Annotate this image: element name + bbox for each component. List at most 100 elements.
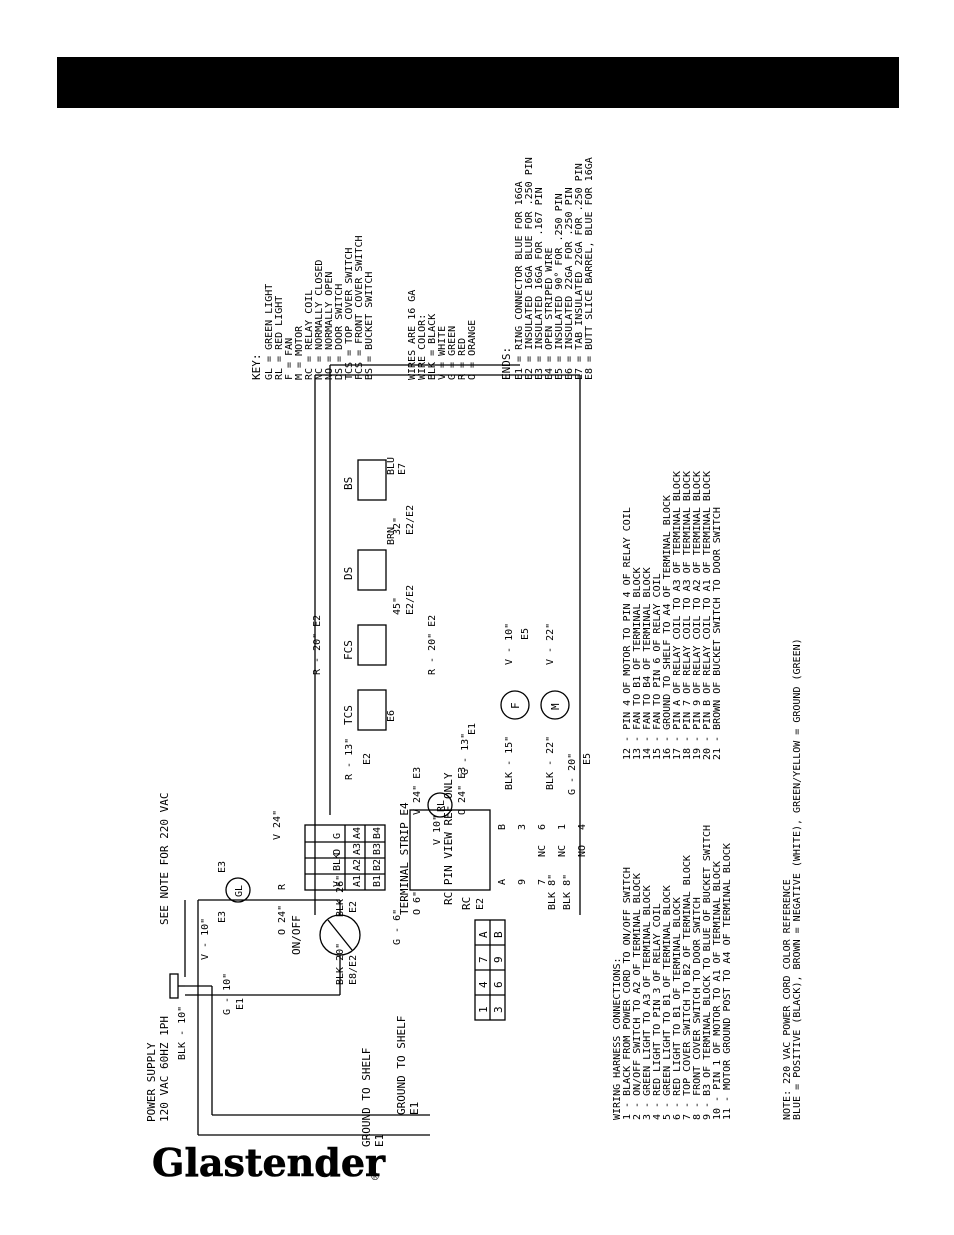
harness-16: 16 - GROUND TO SHELF TO A4 OF TERMINAL B…: [662, 495, 673, 760]
label-o24b: O 24" E3: [457, 767, 468, 815]
wire-7: O = ORANGE: [467, 320, 478, 380]
relay-pin-1: 1: [557, 824, 568, 830]
ground-label-2: GROUND TO SHELF: [395, 1016, 408, 1115]
label-45: 45": [392, 597, 403, 615]
onoff-switch-lever: [327, 919, 353, 951]
bucket-switch: [357, 459, 387, 501]
ground-label-1: GROUND TO SHELF: [360, 1048, 373, 1147]
motor: [540, 690, 570, 720]
harness-18: 18 - PIN 7 OF RELAY COIL TO A3 OF TERMIN…: [682, 471, 693, 760]
label-e3-gl-right: E3: [217, 861, 228, 873]
relay-pin-nc: NC: [537, 845, 548, 857]
rl-label: RL: [436, 800, 447, 812]
motor-label: M: [549, 703, 562, 710]
harness-11: 11 - MOTOR GROUND POST TO A4 OF TERMINAL…: [722, 843, 733, 1120]
top-cover-switch: [357, 689, 387, 731]
label-r20b: R - 20" E2: [427, 615, 438, 675]
harness-2: 2 - ON/OFF SWITCH TO A2 OF TERMINAL BLOC…: [632, 873, 643, 1120]
note-220: SEE NOTE FOR 220 VAC: [158, 793, 171, 925]
harness-3: 3 - GREEN LIGHT TO A3 OF TERMINAL BLOCK: [642, 885, 653, 1120]
key-block: KEY: GL = GREEN LIGHT RL = RED LIGHT F =…: [250, 236, 375, 381]
relay-pin-nc2: NC: [557, 845, 568, 857]
note-line-2: BLUE = POSITIVE (BLACK), BROWN = NEGATIV…: [792, 638, 803, 1120]
pin-cell-a: A: [477, 931, 490, 938]
ends-2: E2 = INSULATED 16GA BLUE FOR .250 PIN: [524, 157, 535, 380]
pin-cell-4: 4: [477, 981, 490, 988]
label-e2-onoff: E2: [348, 901, 359, 913]
label-e5-fan: E5: [520, 628, 531, 640]
ends-3: E3 = INSULATED 16GA FOR .167 PIN: [534, 187, 545, 380]
rc-label: RC: [460, 897, 473, 910]
pin-view-title: RC PIN VIEW REF ONLY: [442, 772, 455, 905]
label-v10c: V 10": [432, 815, 443, 845]
ds-label: DS: [342, 567, 355, 580]
label-e6: E6: [386, 710, 397, 722]
wire-2: WIRE COLOR:: [417, 314, 428, 380]
label-v24b: V 24" E3: [412, 767, 423, 815]
wire-1: WIRES ARE 16 GA: [407, 290, 418, 380]
term-g: G: [332, 833, 343, 839]
relay-pin-a: A: [497, 879, 508, 885]
key-3: F = FAN: [284, 338, 295, 380]
ends-5: E5 = INSULATED 90° FOR .250 PIN: [554, 193, 565, 380]
note-line-1: NOTE: 220 VAC POWER CORD COLOR REFERENCE: [782, 879, 793, 1120]
wire-4: V = WHITE: [437, 326, 448, 380]
harness-title: WIRING HARNESS CONNECTIONS:: [612, 957, 623, 1120]
label-blk26: BLK 26": [335, 875, 346, 917]
key-7: NO = NORMALLY OPEN: [324, 272, 335, 380]
ends-title: ENDS:: [500, 347, 513, 380]
label-g13: G - 13": [460, 733, 471, 775]
logo-registered-mark: ®: [370, 1172, 380, 1183]
harness-10: 10 - PIN 1 OF MOTOR TO A1 OF TERMINAL BL…: [712, 861, 723, 1120]
red-light: [427, 792, 453, 818]
label-v10: V - 10": [200, 918, 211, 960]
label-e1-fan: E1: [467, 723, 478, 735]
fcs-label: FCS: [342, 640, 355, 660]
relay-pin-b: B: [497, 824, 508, 830]
label-blk22: BLK - 22": [545, 736, 556, 790]
label-e2-r13: E2: [362, 753, 373, 765]
harness-20: 20 - PIN B OF RELAY COIL TO A1 OF TERMIN…: [702, 471, 713, 760]
term-o: O: [332, 849, 343, 855]
power-supply-spec: 120 VAC 60HZ 1PH: [158, 1016, 171, 1122]
harness-6: 6 - RED LIGHT TO B1 OF TERMINAL BLOCK: [672, 897, 683, 1120]
terminal-strip-label: TERMINAL STRIP E4: [398, 802, 411, 915]
harness-13: 13 - FAN TO B1 OF TERMINAL BLOCK: [632, 567, 643, 760]
key-9: TCS = TOP COVER SWITCH: [344, 248, 355, 380]
key-2: RL = RED LIGHT: [274, 296, 285, 380]
harness-1: 1 - BLACK FROM POWER CORD TO ON/OFF SWIT…: [622, 867, 633, 1120]
ground-end-1: E1: [373, 1134, 386, 1147]
power-supply-title: POWER SUPPLY: [145, 1042, 158, 1122]
label-e2e2-a: E2/E2: [405, 585, 416, 615]
relay-pin-3: 3: [517, 824, 528, 830]
label-blu: BLU: [386, 457, 397, 475]
label-blk8a: BLK 8": [547, 874, 558, 910]
label-blk8b: BLK 8": [562, 874, 573, 910]
label-g10: G - 10": [222, 973, 233, 1015]
label-e8e2: E8/E2: [348, 955, 359, 985]
relay-pin-4: 4: [577, 824, 588, 830]
label-o24: O 24": [277, 905, 288, 935]
term-a3: A3: [352, 843, 363, 855]
harness-4: 4 - RED LIGHT TO PIN 3 OF RELAY COIL: [652, 903, 663, 1120]
harness-21: 21 - BROWN OF BUCKET SWITCH TO DOOR SWIT…: [712, 507, 723, 760]
ends-block: ENDS: E1 = RING CONNECTOR BLUE FOR 16GA …: [500, 157, 595, 380]
harness-8: 8 - FRONT COVER SWITCH TO DOOR SWITCH: [692, 897, 703, 1120]
pin-cell-3: 3: [492, 1006, 505, 1013]
ends-1: E1 = RING CONNECTOR BLUE FOR 16GA: [514, 181, 525, 380]
relay-pin-9: 9: [517, 879, 528, 885]
harness-block-2: 12 - PIN 4 OF MOTOR TO PIN 4 OF RELAY CO…: [622, 471, 723, 760]
label-g6: G - 6": [392, 909, 403, 945]
label-32: 32": [392, 517, 403, 535]
gl-label: GL: [234, 885, 245, 897]
harness-7: 7 - TOP COVER SWITCH TO B2 OF TERMINAL B…: [682, 855, 693, 1120]
label-e2e2-b: E2/E2: [405, 505, 416, 535]
term-a2: A2: [352, 859, 363, 871]
harness-14: 14 - FAN TO B4 OF TERMINAL BLOCK: [642, 567, 653, 760]
header-bar: [57, 57, 899, 108]
key-5: RC = RELAY COIL: [304, 290, 315, 380]
wire-5: G = GREEN: [447, 326, 458, 380]
bs-label: BS: [342, 477, 355, 490]
ends-7: E7 = TAB INSULATED 22GA FOR .250 PIN: [574, 163, 585, 380]
